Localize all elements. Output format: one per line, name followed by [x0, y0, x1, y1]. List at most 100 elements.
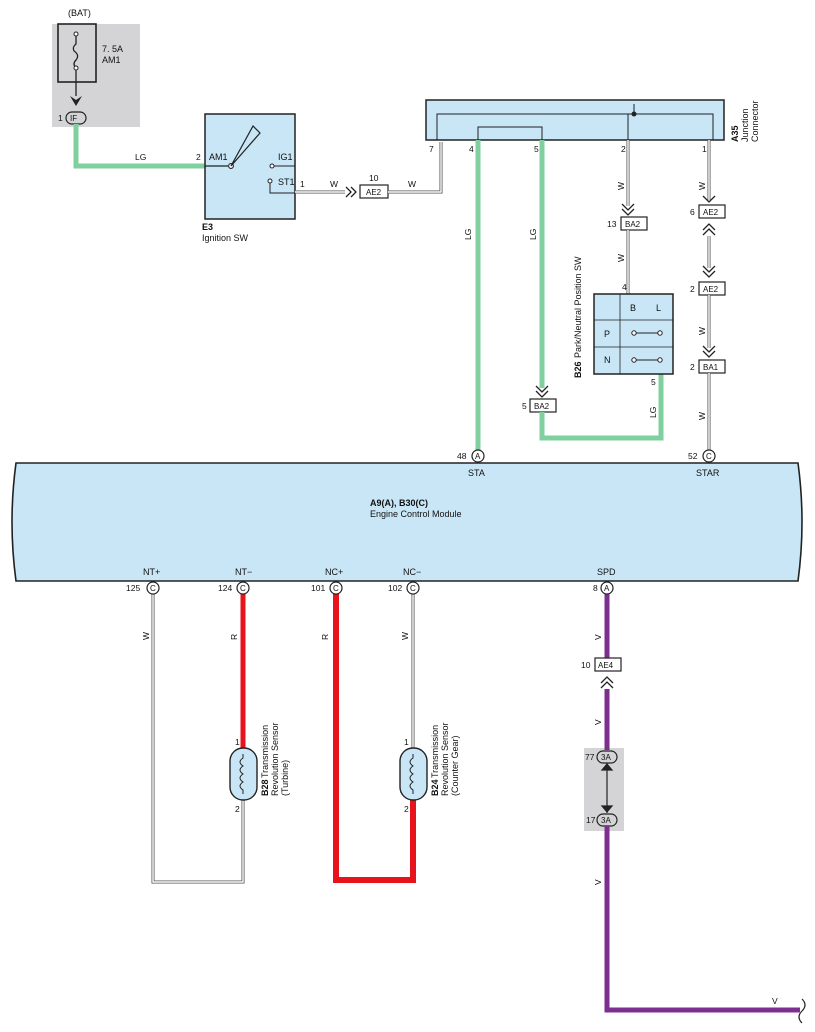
ae2-a-up-chevron-icon [702, 223, 716, 236]
wire-color-w-9: W [400, 632, 410, 640]
ae2-st-pin: 10 [369, 173, 379, 183]
ecm-terminal-ntp [146, 581, 160, 595]
wire-color-w-4: W [616, 254, 626, 262]
ecm-terminal-ntp-pin: 125 [126, 583, 140, 593]
ecm-terminal-ncp-pin: 101 [311, 583, 325, 593]
junction-code: A35 [730, 125, 740, 142]
sensor-b24-pin2: 2 [404, 804, 409, 814]
wire-color-w-3: W [616, 182, 626, 190]
ecm-terminal-ncm [406, 581, 420, 595]
wire-lg-fuse-ignition [73, 124, 205, 169]
junction-pin-5: 5 [534, 144, 539, 154]
wire-lg-ba2-pnswitch [539, 374, 664, 441]
wire-color-lg-1: LG [135, 152, 146, 162]
ignition-name: Ignition SW [202, 233, 249, 243]
junction-name-line2: Connector [750, 100, 760, 142]
ecm-terminal-ntm-conn: C [240, 584, 246, 593]
sensor-b28-code: B28 [260, 779, 270, 796]
pn-col-b: B [630, 303, 636, 313]
wire-color-v-4: V [772, 996, 778, 1006]
if-connector-label: IF [70, 114, 77, 123]
ecm-terminal-ncp [329, 581, 343, 595]
junction-pin-4: 4 [469, 144, 474, 154]
fuse-box [57, 23, 97, 83]
if-connector-pin: 1 [58, 113, 63, 123]
fuse-rating: 7. 5A [102, 44, 123, 54]
ignition-label-am1: AM1 [209, 152, 228, 162]
sensor-b28-line1: Transmission [260, 725, 270, 778]
ecm-terminal-spd-pin: 8 [593, 583, 598, 593]
ae2-st-chevron-icon [345, 186, 357, 198]
wire-color-lg-2: LG [463, 229, 473, 240]
ae2-b-connector [698, 281, 726, 296]
fuse-name: AM1 [102, 55, 121, 65]
wire-color-r-1: R [229, 634, 239, 640]
ba2-bottom-label: BA2 [534, 402, 550, 411]
sensor-b24-code: B24 [430, 779, 440, 796]
ba2-top-chevron-icon [621, 203, 635, 216]
pn-contact-n-icon [631, 357, 663, 363]
j3a-bottom-label: 3A [601, 816, 611, 825]
junction-pin-7: 7 [429, 144, 434, 154]
ignition-label-st1: ST1 [278, 177, 295, 187]
ecm-terminal-ntp-conn: C [150, 584, 156, 593]
ignition-label-ig1: IG1 [278, 152, 293, 162]
wire-color-w-8: W [141, 632, 151, 640]
j3a-top-pin: 77 [585, 752, 595, 762]
ignition-pin-st1: 1 [300, 179, 305, 189]
sensor-b24-coil-icon [409, 754, 414, 794]
wire-color-w-1: W [330, 179, 338, 189]
ignition-pin-am1: 2 [196, 152, 201, 162]
ae2-a-connector [698, 204, 726, 219]
ba1-chevron-icon [702, 345, 716, 358]
pn-row-p: P [604, 329, 610, 339]
wire-color-v-1: V [593, 634, 603, 640]
ae4-connector [594, 657, 622, 672]
sensor-b24-line1: Transmission [430, 725, 440, 778]
sensor-b28-pin2: 2 [235, 804, 240, 814]
ecm-terminal-ncp-name: NC+ [325, 567, 343, 577]
ecm-terminal-sta-conn: A [475, 452, 481, 461]
ae4-up-chevron-icon [600, 676, 614, 689]
ecm-terminal-ntm-pin: 124 [218, 583, 232, 593]
pn-switch-name: Park/Neutral Position SW [573, 256, 583, 358]
wire-r-ncp [333, 594, 416, 883]
ecm-terminal-ncp-conn: C [333, 584, 339, 593]
ba1-label: BA1 [703, 363, 719, 372]
pn-row-n: N [604, 355, 611, 365]
ecm-terminal-sta-name: STA [468, 468, 485, 478]
ae2-b-pin: 2 [690, 284, 695, 294]
junction-pin-2: 2 [621, 144, 626, 154]
junction-pin-1: 1 [702, 144, 707, 154]
ba2-top-label: BA2 [625, 220, 641, 229]
pn-col-l: L [656, 303, 661, 313]
ecm-terminal-spd-conn: A [604, 584, 610, 593]
bat-label: (BAT) [68, 8, 91, 18]
ecm-terminal-ntm-name: NT− [235, 567, 252, 577]
ecm-terminal-ntp-name: NT+ [143, 567, 160, 577]
ecm-terminal-ncm-conn: C [410, 584, 416, 593]
ecm-terminal-star [702, 449, 716, 463]
wire-color-w-2: W [408, 179, 416, 189]
wire-color-w-5: W [697, 182, 707, 190]
ecm-terminal-star-conn: C [706, 452, 712, 461]
ignition-key-icon [230, 125, 261, 167]
ba1-pin: 2 [690, 362, 695, 372]
fuse-element-icon [72, 34, 79, 82]
junction-name-line1: Junction [740, 108, 750, 142]
ae2-a-pin: 6 [690, 207, 695, 217]
sensor-b28-line2: Revolution Sensor [270, 722, 280, 796]
sensor-b28-pin1: 1 [235, 737, 240, 747]
ecm-terminal-sta-pin: 48 [457, 451, 467, 461]
ba2-top-connector [620, 216, 648, 231]
ecm-terminal-ntm [236, 581, 250, 595]
ecm-terminal-spd [600, 581, 614, 595]
ba2-top-pin: 13 [607, 219, 617, 229]
j3a-arrow-icon [600, 763, 614, 813]
ae2-b-label: AE2 [703, 285, 719, 294]
ecm-code: A9(A), B30(C) [370, 498, 428, 508]
j3a-top-label: 3A [601, 753, 611, 762]
wire-color-v-3: V [593, 879, 603, 885]
ecm-terminal-sta [471, 449, 485, 463]
ecm-box [11, 462, 803, 582]
